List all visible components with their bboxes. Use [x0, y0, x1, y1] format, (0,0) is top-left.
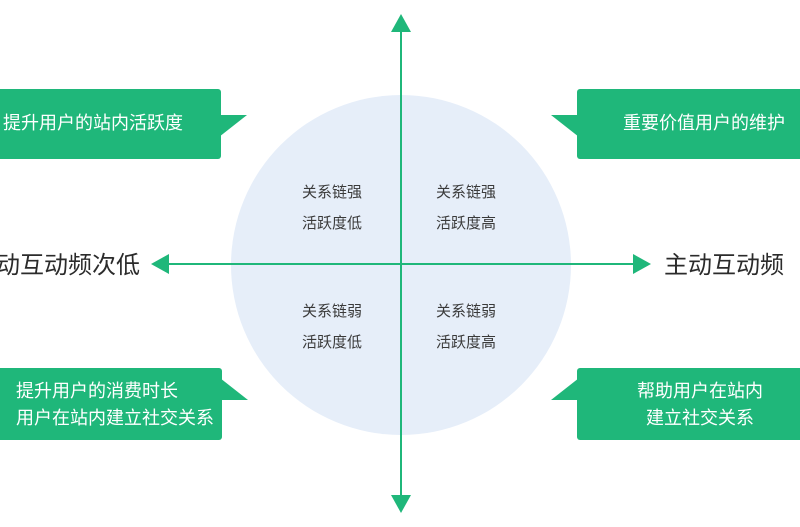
callout-bottom-right-line2: 建立社交关系 — [646, 408, 754, 429]
quadrant-bottom-left: 关系链弱 活跃度低 — [272, 296, 392, 358]
callout-top-left: 提升用户的站内活跃度 — [0, 89, 247, 159]
callout-tail — [551, 378, 579, 400]
quadrant-top-left-line2: 活跃度低 — [301, 214, 362, 232]
callout-tail — [551, 115, 579, 137]
quadrant-top-left-line1: 关系链强 — [301, 183, 362, 201]
up-arrow-icon — [391, 14, 411, 32]
quadrant-top-right-line1: 关系链强 — [435, 183, 496, 201]
callout-tail — [220, 378, 248, 400]
left-arrow-icon — [151, 254, 169, 274]
axis-label-right: 主动互动频 — [664, 251, 784, 279]
quadrant-top-left: 关系链强 活跃度低 — [272, 177, 392, 239]
quadrant-bottom-left-line1: 关系链弱 — [301, 302, 362, 320]
quadrant-bottom-left-line2: 活跃度低 — [301, 333, 362, 351]
callout-tail — [219, 115, 247, 137]
callout-bottom-left-line2: 用户在站内建立社交关系 — [16, 408, 214, 429]
callout-bottom-left-line1: 提升用户的消费时长 — [16, 381, 178, 402]
callout-bottom-right-line1: 帮助用户在站内 — [637, 381, 763, 402]
callout-bottom-right: 帮助用户在站内 建立社交关系 — [551, 368, 800, 440]
axis-label-left: 动互动频次低 — [0, 251, 140, 279]
callout-bottom-left: 提升用户的消费时长 用户在站内建立社交关系 — [0, 368, 248, 440]
right-arrow-icon — [633, 254, 651, 274]
callout-top-left-line1: 提升用户的站内活跃度 — [3, 113, 183, 134]
quadrant-bottom-right-line1: 关系链弱 — [435, 302, 496, 320]
quadrant-top-right: 关系链强 活跃度高 — [406, 177, 526, 239]
quadrant-top-right-line2: 活跃度高 — [435, 214, 496, 232]
down-arrow-icon — [391, 495, 411, 513]
quadrant-bottom-right-line2: 活跃度高 — [435, 333, 496, 351]
callout-top-right: 重要价值用户的维护 — [551, 89, 800, 159]
quadrant-bottom-right: 关系链弱 活跃度高 — [406, 296, 526, 358]
callout-top-right-line1: 重要价值用户的维护 — [623, 113, 785, 134]
